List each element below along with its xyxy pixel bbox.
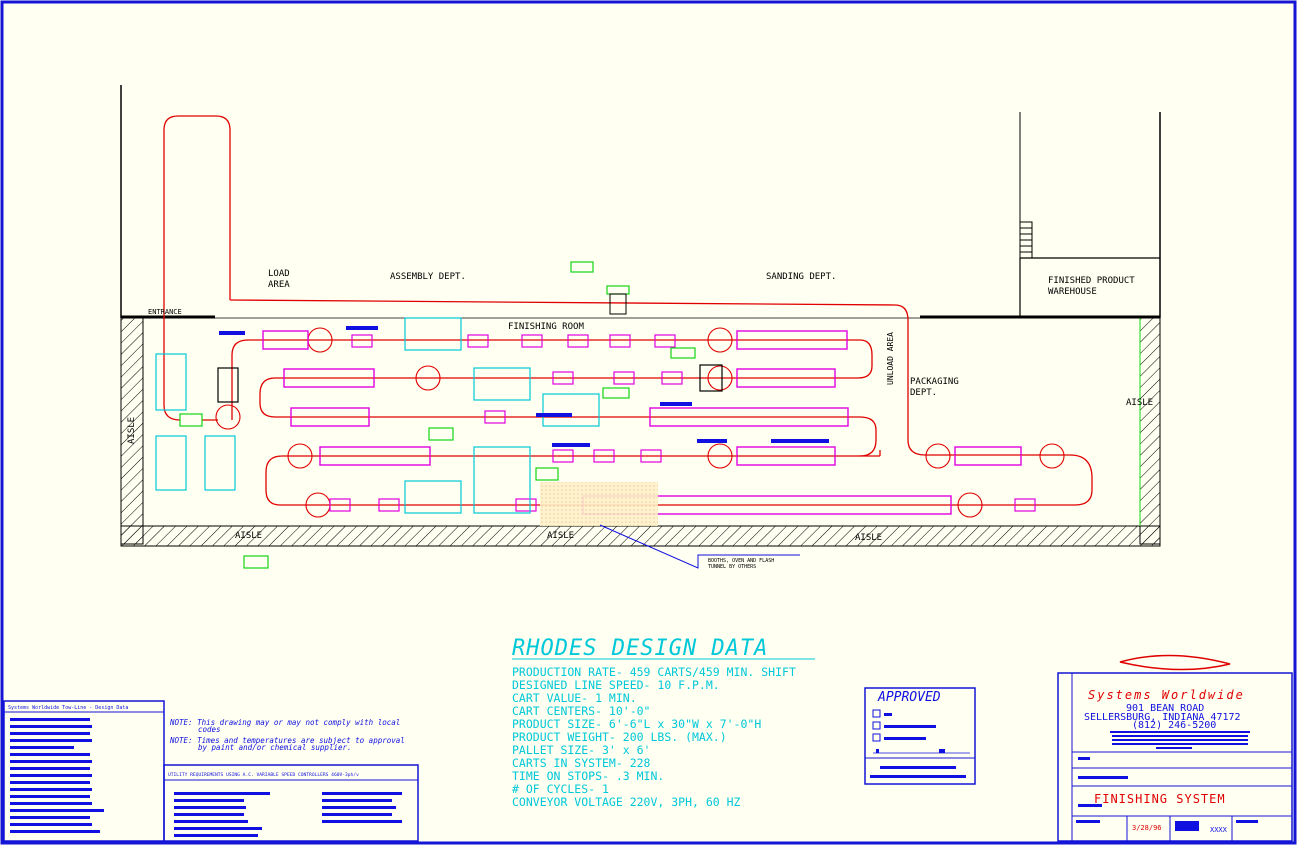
cart-rows [262,330,1022,515]
stairs [1019,221,1033,259]
drawing-title: FINISHING SYSTEM [1094,792,1226,806]
utility-box: UTILITY REQUIREMENTS USING A.C. VARIABLE… [163,764,419,842]
phone: (812) 246-5200 [1132,720,1216,731]
address-2: SELLERSBURG, INDIANA 47172 [1084,712,1241,723]
drawing-date: 3/28/96 [1132,824,1162,832]
approved-box: APPROVED [864,687,976,785]
label-aisle-left: AISLE [127,417,137,444]
address-1: 901 BEAN ROAD [1126,703,1204,714]
label-aisle-bottom-1: AISLE [235,531,262,541]
design-line: CONVEYOR VOLTAGE 220V, 3PH, 60 HZ [512,795,741,809]
label-entrance: ENTRANCE [148,308,182,316]
design-line: CART CENTERS- 10'-0" [512,704,650,718]
design-line: TIME ON STOPS- .3 MIN. [512,769,664,783]
title-block: Systems Worldwide 901 BEAN ROAD SELLERSB… [1057,654,1293,842]
left-box-title: Systems Worldwide Tow-Line - Design Data [8,705,128,711]
design-line: DESIGNED LINE SPEED- 10 F.P.M. [512,678,720,692]
tag-labels [179,261,696,569]
note-2a: NOTE: Times and temperatures are subject… [169,736,405,745]
elevator-box [609,293,627,315]
label-aisle-bottom-3: AISLE [855,533,882,543]
design-line: CART VALUE- 1 MIN. [512,691,637,705]
design-line: PRODUCT WEIGHT- 200 LBS. (MAX.) [512,730,727,744]
label-sanding: SANDING DEPT. [766,272,836,282]
flash-tunnel-area [540,482,658,526]
note-1b: codes [198,725,221,734]
notes: NOTE: This drawing may or may not comply… [169,718,405,752]
note-1a: NOTE: This drawing may or may not comply… [169,718,400,727]
design-data-lines: PRODUCTION RATE- 459 CARTS/459 MIN. SHIF… [512,665,796,809]
design-line: CARTS IN SYSTEM- 228 [512,756,651,770]
design-line: PRODUCT SIZE- 6'-6"L x 30"W x 7'-0"H [512,717,761,731]
design-data: RHODES DESIGN DATA PRODUCTION RATE- 459 … [512,636,815,809]
design-line: PALLET SIZE- 3' x 6' [512,743,650,757]
label-finishing-room: FINISHING ROOM [508,322,584,332]
utility-title: UTILITY REQUIREMENTS USING A.C. VARIABLE… [168,772,359,778]
label-assembly: ASSEMBLY DEPT. [390,272,466,282]
equipment-tags [219,326,829,447]
conveyor-turns [215,327,1065,518]
left-design-box: Systems Worldwide Tow-Line - Design Data [3,700,165,842]
hatch-right-wall [1139,317,1161,545]
single-carts [329,334,1036,512]
design-line: PRODUCTION RATE- 459 CARTS/459 MIN. SHIF… [512,665,796,679]
label-aisle-right: AISLE [1126,398,1153,408]
design-line: # OF CYCLES- 1 [512,782,609,796]
label-unload-area: UNLOAD AREA [886,332,895,385]
approved-title: APPROVED [877,690,941,705]
note-2b: by paint and/or chemical supplier. [198,743,352,752]
booths [404,317,723,514]
design-data-title: RHODES DESIGN DATA [512,636,768,661]
company-name: Systems Worldwide [1088,688,1245,702]
conveyor-path [163,115,1093,506]
company-logo [1119,654,1231,671]
label-aisle-bottom-2: AISLE [547,531,574,541]
drawing-scale: XXXX [1210,826,1228,834]
load-equipment [155,353,239,491]
